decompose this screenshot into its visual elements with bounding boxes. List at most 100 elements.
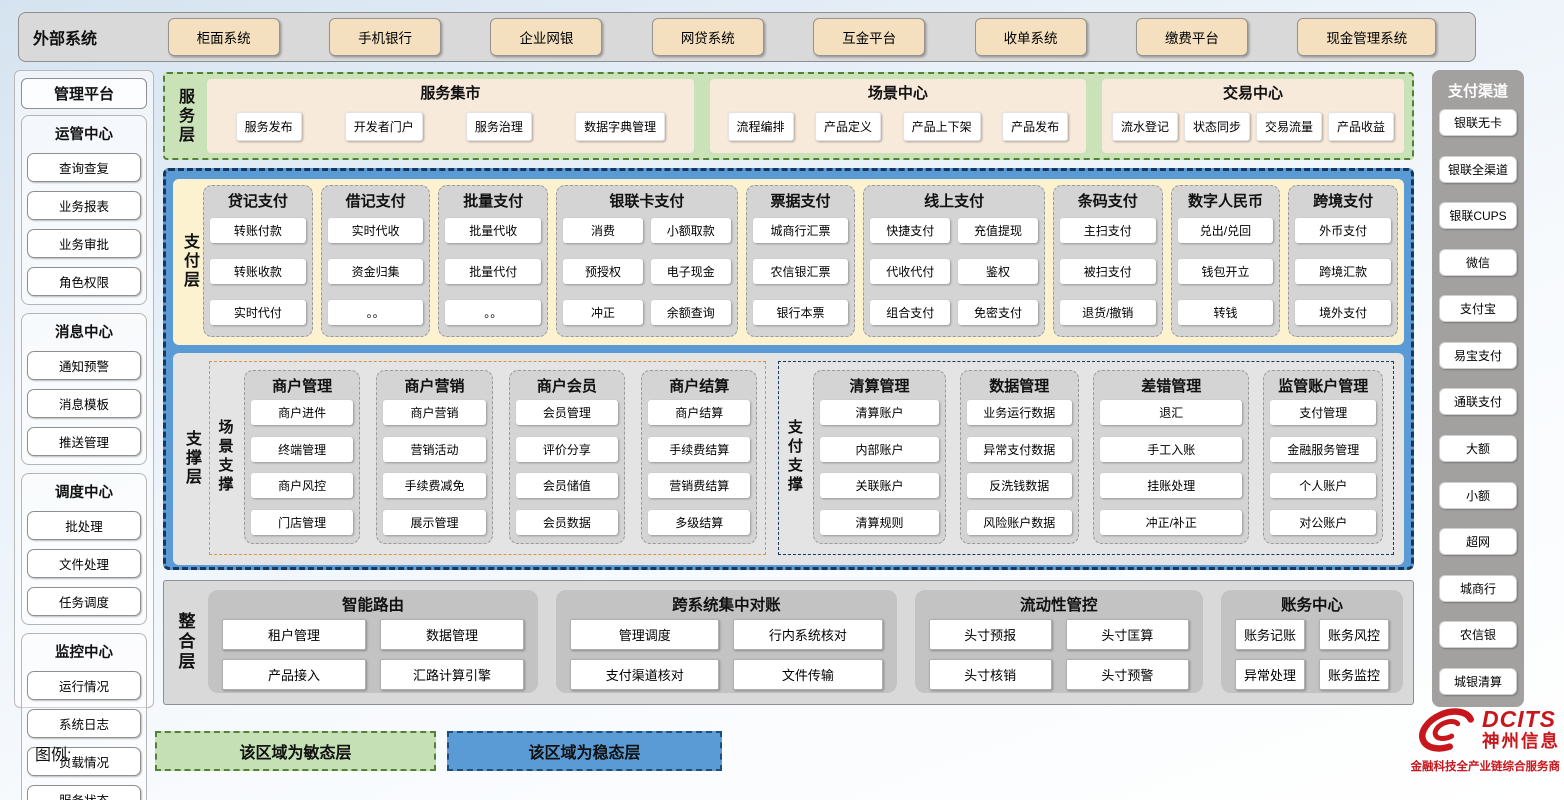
external-system-button[interactable]: 网贷系统 <box>651 18 764 56</box>
channel-button[interactable]: 银联全渠道 <box>1439 155 1517 183</box>
payment-item-button[interactable]: 跨境汇款 <box>1295 258 1392 284</box>
external-system-button[interactable]: 企业网银 <box>490 18 603 56</box>
service-item-button[interactable]: 流水登记 <box>1111 112 1178 141</box>
support-item-button[interactable]: 会员储值 <box>515 473 619 499</box>
channel-button[interactable]: 超网 <box>1439 528 1517 556</box>
channel-button[interactable]: 城银清算 <box>1439 667 1517 695</box>
support-item-button[interactable]: 手工入账 <box>1100 436 1243 462</box>
payment-item-button[interactable]: 充值提现 <box>958 217 1038 243</box>
integration-item-button[interactable]: 头寸预警 <box>1065 659 1189 690</box>
payment-item-button[interactable]: 外币支付 <box>1295 217 1392 243</box>
support-item-button[interactable]: 清算规则 <box>820 509 939 535</box>
management-item-button[interactable]: 查询查复 <box>27 153 141 182</box>
channel-button[interactable]: 银联CUPS <box>1439 202 1517 230</box>
management-item-button[interactable]: 文件处理 <box>27 549 141 578</box>
channel-button[interactable]: 农信银 <box>1439 621 1517 649</box>
integration-item-button[interactable]: 汇路计算引擎 <box>380 659 525 690</box>
channel-button[interactable]: 微信 <box>1439 248 1517 276</box>
support-item-button[interactable]: 营销费结算 <box>648 473 751 499</box>
payment-item-button[interactable]: 钱包开立 <box>1177 258 1274 284</box>
payment-item-button[interactable]: 免密支付 <box>958 300 1038 326</box>
channel-button[interactable]: 易宝支付 <box>1439 341 1517 369</box>
payment-item-button[interactable]: 被扫支付 <box>1059 258 1156 284</box>
support-item-button[interactable]: 清算账户 <box>820 400 939 426</box>
service-item-button[interactable]: 产品收益 <box>1327 112 1394 141</box>
management-item-button[interactable]: 服务状态 <box>27 785 141 800</box>
external-system-button[interactable]: 收单系统 <box>974 18 1087 56</box>
support-item-button[interactable]: 手续费减免 <box>383 473 486 499</box>
payment-item-button[interactable]: 农信银汇票 <box>752 258 849 284</box>
service-item-button[interactable]: 服务发布 <box>235 112 302 141</box>
support-item-button[interactable]: 对公账户 <box>1270 509 1376 535</box>
support-item-button[interactable]: 商户结算 <box>648 400 751 426</box>
integration-item-button[interactable]: 行内系统核对 <box>733 619 883 650</box>
management-item-button[interactable]: 消息模板 <box>27 389 141 418</box>
management-item-button[interactable]: 推送管理 <box>27 427 141 456</box>
payment-item-button[interactable]: 消费 <box>563 217 643 243</box>
support-item-button[interactable]: 退汇 <box>1100 400 1243 426</box>
support-item-button[interactable]: 展示管理 <box>383 509 486 535</box>
payment-item-button[interactable]: 退货/撤销 <box>1059 300 1156 326</box>
payment-item-button[interactable]: 兑出/兑回 <box>1177 217 1274 243</box>
external-system-button[interactable]: 缴费平台 <box>1135 18 1248 56</box>
payment-item-button[interactable]: 批量代收 <box>445 217 542 243</box>
support-item-button[interactable]: 商户营销 <box>383 400 486 426</box>
integration-item-button[interactable]: 账务监控 <box>1318 659 1389 690</box>
support-item-button[interactable]: 会员数据 <box>515 509 619 535</box>
external-system-button[interactable]: 手机银行 <box>329 18 442 56</box>
support-item-button[interactable]: 支付管理 <box>1270 400 1376 426</box>
channel-button[interactable]: 银联无卡 <box>1439 109 1517 136</box>
service-item-button[interactable]: 产品发布 <box>1002 112 1069 141</box>
integration-item-button[interactable]: 账务记账 <box>1234 619 1305 650</box>
support-item-button[interactable]: 商户进件 <box>251 400 354 426</box>
service-item-button[interactable]: 服务治理 <box>465 112 532 141</box>
payment-item-button[interactable]: 资金归集 <box>327 258 424 284</box>
support-item-button[interactable]: 评价分享 <box>515 436 619 462</box>
support-item-button[interactable]: 业务运行数据 <box>966 400 1073 426</box>
service-item-button[interactable]: 交易流量 <box>1255 112 1322 141</box>
integration-item-button[interactable]: 账务风控 <box>1318 619 1389 650</box>
payment-item-button[interactable]: 鉴权 <box>958 258 1038 284</box>
payment-item-button[interactable]: 实时代收 <box>327 217 424 243</box>
payment-item-button[interactable]: 批量代付 <box>445 258 542 284</box>
management-item-button[interactable]: 角色权限 <box>27 267 141 296</box>
payment-item-button[interactable]: 预授权 <box>563 258 643 284</box>
service-item-button[interactable]: 产品定义 <box>815 112 882 141</box>
support-item-button[interactable]: 商户风控 <box>251 473 354 499</box>
payment-item-button[interactable]: 电子现金 <box>650 258 731 284</box>
payment-item-button[interactable]: 实时代付 <box>210 300 306 326</box>
support-item-button[interactable]: 异常支付数据 <box>966 436 1073 462</box>
management-item-button[interactable]: 业务报表 <box>27 191 141 220</box>
payment-item-button[interactable]: 城商行汇票 <box>752 217 849 243</box>
external-system-button[interactable]: 互金平台 <box>813 18 926 56</box>
external-system-button[interactable]: 现金管理系统 <box>1297 18 1437 56</box>
support-item-button[interactable]: 反洗钱数据 <box>966 473 1073 499</box>
channel-button[interactable]: 小额 <box>1439 481 1517 509</box>
support-item-button[interactable]: 个人账户 <box>1270 473 1376 499</box>
support-item-button[interactable]: 金融服务管理 <box>1270 436 1376 462</box>
channel-button[interactable]: 通联支付 <box>1439 388 1517 416</box>
support-item-button[interactable]: 冲正/补正 <box>1100 509 1243 535</box>
integration-item-button[interactable]: 头寸匡算 <box>1065 619 1189 650</box>
channel-button[interactable]: 大额 <box>1439 435 1517 463</box>
integration-item-button[interactable]: 管理调度 <box>570 619 720 650</box>
integration-item-button[interactable]: 数据管理 <box>380 619 525 650</box>
management-item-button[interactable]: 运行情况 <box>27 671 141 700</box>
payment-item-button[interactable]: 组合支付 <box>870 300 951 326</box>
management-item-button[interactable]: 通知预警 <box>27 351 141 380</box>
payment-item-button[interactable]: 主扫支付 <box>1059 217 1156 243</box>
integration-item-button[interactable]: 文件传输 <box>733 659 883 690</box>
payment-item-button[interactable]: 银行本票 <box>752 300 849 326</box>
payment-item-button[interactable]: 余额查询 <box>650 300 731 326</box>
integration-item-button[interactable]: 头寸预报 <box>928 619 1052 650</box>
payment-item-button[interactable]: 转账收款 <box>210 258 306 284</box>
management-item-button[interactable]: 批处理 <box>27 511 141 540</box>
external-system-button[interactable]: 柜面系统 <box>167 18 280 56</box>
management-item-button[interactable]: 系统日志 <box>27 709 141 738</box>
integration-item-button[interactable]: 产品接入 <box>222 659 367 690</box>
integration-item-button[interactable]: 租户管理 <box>222 619 367 650</box>
support-item-button[interactable]: 门店管理 <box>251 509 354 535</box>
channel-button[interactable]: 支付宝 <box>1439 295 1517 323</box>
management-item-button[interactable]: 负载情况 <box>27 747 141 776</box>
service-item-button[interactable]: 开发者门户 <box>344 112 423 141</box>
